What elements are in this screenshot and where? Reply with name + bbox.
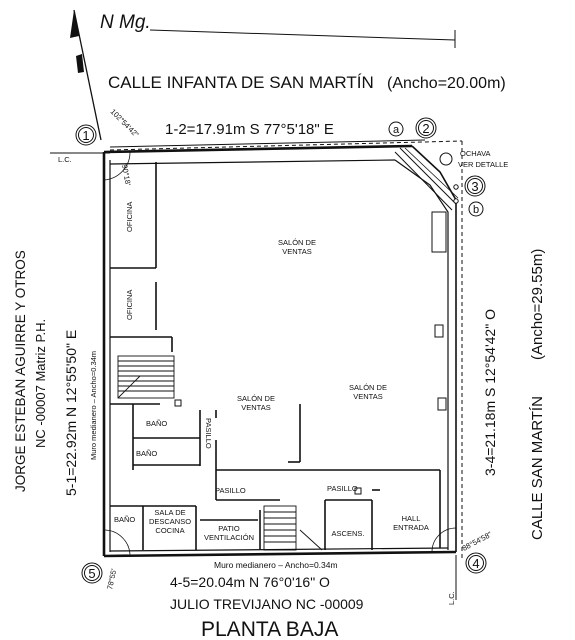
room-pasillo-vertical: PASILLO — [204, 418, 213, 449]
boundary-right-label: 3-4=21.18m S 12°54'42" O — [482, 309, 498, 476]
point-1: 1 — [75, 124, 97, 146]
svg-text:2: 2 — [422, 121, 429, 136]
vertex-b — [453, 198, 459, 204]
angle-1a: 102°54'42" — [109, 107, 141, 139]
party-wall-left: Muro medianero – Ancho=0.34m — [89, 351, 98, 460]
room-sala-1: SALA DE — [154, 508, 185, 517]
angle-1b: 90°18' — [120, 164, 133, 187]
boundary-top-label: 1-2=17.91m S 77°5'18" E — [165, 121, 334, 138]
letter-b: b — [468, 201, 484, 217]
letter-a: a — [388, 121, 404, 137]
interior-walls — [110, 162, 441, 550]
street-right-name: CALLE SAN MARTÍN — [529, 396, 546, 540]
svg-text:5: 5 — [88, 566, 95, 581]
point-5: 5 — [81, 562, 103, 584]
ochava-label-2: VER DETALLE — [458, 160, 508, 169]
staircase-lower — [263, 505, 323, 551]
room-patio-1: PATIO — [218, 524, 240, 533]
columns — [174, 324, 447, 495]
property-outline — [102, 144, 457, 558]
ochava-detail — [394, 147, 459, 253]
room-oficina-1: OFICINA — [125, 202, 134, 232]
room-bano-2: BAÑO — [136, 449, 157, 458]
svg-text:1: 1 — [82, 128, 89, 143]
room-pasillo-1: PASILLO — [215, 486, 246, 495]
room-ascens: ASCENS. — [332, 529, 365, 538]
room-salon-b-2: VENTAS — [353, 392, 382, 401]
room-sala-3: COCINA — [155, 526, 184, 535]
street-top-name: CALLE INFANTA DE SAN MARTÍN — [108, 73, 374, 92]
neighbor-left-2: NC -00007 Matriz P.H. — [33, 319, 48, 448]
room-sala-2: DESCANSO — [149, 517, 191, 526]
street-top-width: (Ancho=20.00m) — [387, 75, 506, 92]
room-oficina-2: OFICINA — [125, 290, 134, 320]
north-rule — [149, 29, 456, 41]
room-hall-2: ENTRADA — [393, 523, 429, 532]
staircase — [117, 355, 175, 399]
angle-5: 78°55' — [105, 567, 118, 590]
room-patio-2: VENTILACIÓN — [204, 533, 254, 542]
angle-arc-5 — [103, 529, 131, 557]
room-hall-1: HALL — [402, 514, 421, 523]
north-arrow — [70, 9, 102, 141]
lc-dashed-top — [109, 140, 463, 151]
plan-title: PLANTA BAJA — [201, 618, 338, 640]
svg-text:3: 3 — [471, 179, 478, 194]
svg-text:b: b — [473, 204, 479, 216]
neighbor-left-1: JORGE ESTEBAN AGUIRRE Y OTROS — [13, 250, 28, 492]
neighbor-bottom: JULIO TREVIJANO NC -00009 — [170, 596, 364, 612]
boundary-bottom-label: 4-5=20.04m N 76°0'16" O — [170, 574, 330, 590]
angle-arc-4 — [431, 527, 457, 553]
north-label: N Mg. — [100, 12, 151, 33]
svg-text:4: 4 — [472, 556, 479, 571]
room-bano-1: BAÑO — [146, 419, 167, 428]
ochava-marker — [439, 152, 453, 166]
vertex-3 — [453, 184, 459, 190]
room-salon-c-1: SALÓN DE — [237, 394, 275, 403]
boundary-left-label: 5-1=22.92m N 12°55'50" E — [63, 330, 79, 496]
point-4: 4 — [465, 552, 487, 574]
room-bano-3: BAÑO — [114, 515, 135, 524]
lc-line-top — [109, 139, 426, 148]
point-3: 3 — [464, 175, 486, 197]
room-pasillo-2: PASILLO — [327, 484, 358, 493]
room-salon-a-1: SALÓN DE — [278, 238, 316, 247]
party-wall-bottom: Muro medianero – Ancho=0.34m — [214, 560, 338, 570]
room-salon-c-2: VENTAS — [241, 403, 270, 412]
street-right-width: (Ancho=29.55m) — [529, 249, 546, 360]
point-2: 2 — [415, 117, 437, 139]
svg-text:a: a — [393, 124, 400, 136]
room-salon-b-1: SALÓN DE — [349, 383, 387, 392]
lc-label-right: L.C. — [447, 591, 456, 605]
lc-label-left: L.C. — [58, 155, 72, 164]
room-salon-a-2: VENTAS — [282, 247, 311, 256]
ochava-label-1: OCHAVA — [460, 149, 491, 158]
angle-4: 88°54'58" — [461, 530, 494, 553]
angle-arc-1 — [103, 151, 131, 181]
